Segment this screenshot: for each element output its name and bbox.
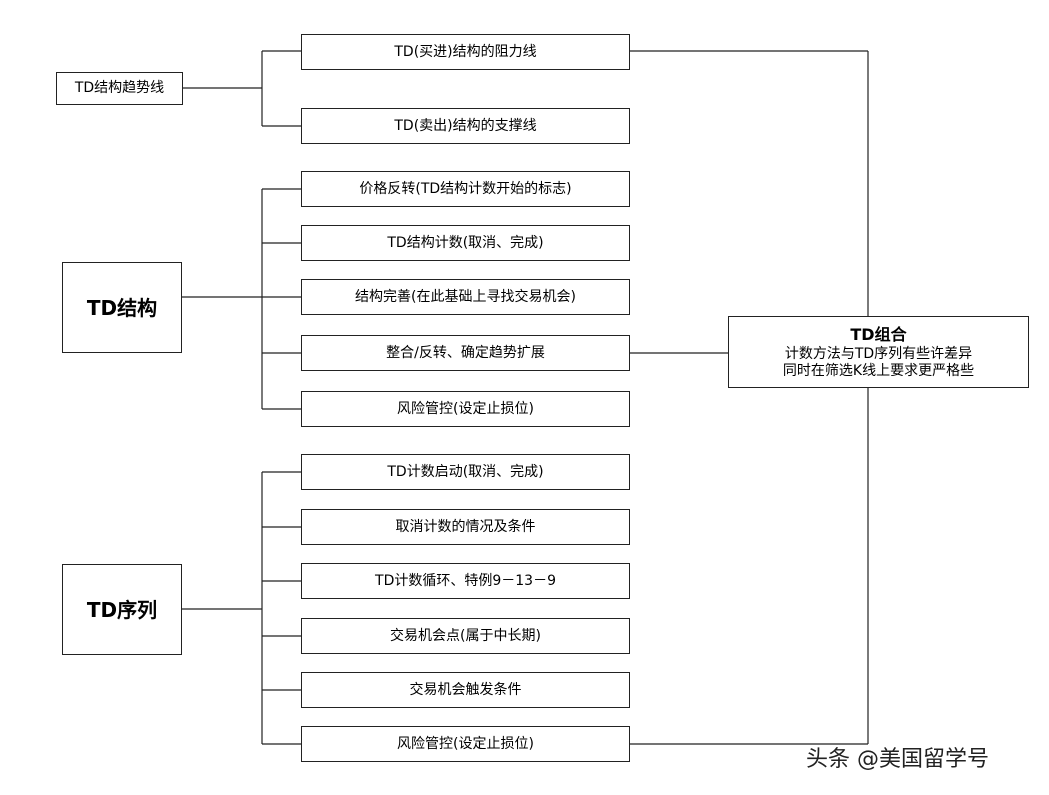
combo-line-2: 同时在筛选K线上要求更严格些 bbox=[782, 362, 975, 379]
sequence-item-1-box: TD计数启动(取消、完成) bbox=[301, 454, 630, 490]
structure-item-2-box: TD结构计数(取消、完成) bbox=[301, 225, 630, 261]
structure-item-3-box: 结构完善(在此基础上寻找交易机会) bbox=[301, 279, 630, 315]
combo-box: TD组合 计数方法与TD序列有些许差异 同时在筛选K线上要求更严格些 bbox=[728, 316, 1029, 388]
combo-title: TD组合 bbox=[850, 324, 907, 344]
structure-item-3-label: 结构完善(在此基础上寻找交易机会) bbox=[355, 288, 576, 305]
structure-root-box: TD结构 bbox=[62, 262, 182, 353]
structure-item-1-label: 价格反转(TD结构计数开始的标志) bbox=[359, 180, 572, 197]
combo-line-1: 计数方法与TD序列有些许差异 bbox=[784, 345, 973, 362]
trend-root-box: TD结构趋势线 bbox=[56, 72, 183, 105]
structure-item-4-box: 整合/反转、确定趋势扩展 bbox=[301, 335, 630, 371]
sequence-item-4-box: 交易机会点(属于中长期) bbox=[301, 618, 630, 654]
sequence-item-5-box: 交易机会触发条件 bbox=[301, 672, 630, 708]
watermark: 头条 @美国留学号 bbox=[806, 747, 989, 772]
sequence-item-3-label: TD计数循环、特例9－13－9 bbox=[375, 572, 556, 589]
structure-item-1-box: 价格反转(TD结构计数开始的标志) bbox=[301, 171, 630, 207]
structure-item-2-label: TD结构计数(取消、完成) bbox=[387, 234, 544, 251]
sequence-item-3-box: TD计数循环、特例9－13－9 bbox=[301, 563, 630, 599]
trend-item-1-box: TD(买进)结构的阻力线 bbox=[301, 34, 630, 70]
sequence-item-6-label: 风险管控(设定止损位) bbox=[397, 735, 534, 752]
sequence-item-5-label: 交易机会触发条件 bbox=[409, 681, 522, 698]
trend-root-label: TD结构趋势线 bbox=[74, 80, 165, 97]
sequence-root-box: TD序列 bbox=[62, 564, 182, 655]
sequence-item-4-label: 交易机会点(属于中长期) bbox=[390, 627, 541, 644]
trend-item-1-label: TD(买进)结构的阻力线 bbox=[394, 43, 537, 60]
sequence-item-6-box: 风险管控(设定止损位) bbox=[301, 726, 630, 762]
structure-item-5-box: 风险管控(设定止损位) bbox=[301, 391, 630, 427]
trend-item-2-box: TD(卖出)结构的支撑线 bbox=[301, 108, 630, 144]
structure-item-5-label: 风险管控(设定止损位) bbox=[397, 400, 534, 417]
sequence-item-1-label: TD计数启动(取消、完成) bbox=[387, 463, 544, 480]
sequence-root-label: TD序列 bbox=[86, 597, 158, 622]
structure-item-4-label: 整合/反转、确定趋势扩展 bbox=[386, 344, 545, 361]
sequence-item-2-label: 取消计数的情况及条件 bbox=[395, 518, 536, 535]
sequence-item-2-box: 取消计数的情况及条件 bbox=[301, 509, 630, 545]
trend-item-2-label: TD(卖出)结构的支撑线 bbox=[394, 117, 537, 134]
structure-root-label: TD结构 bbox=[86, 295, 158, 320]
